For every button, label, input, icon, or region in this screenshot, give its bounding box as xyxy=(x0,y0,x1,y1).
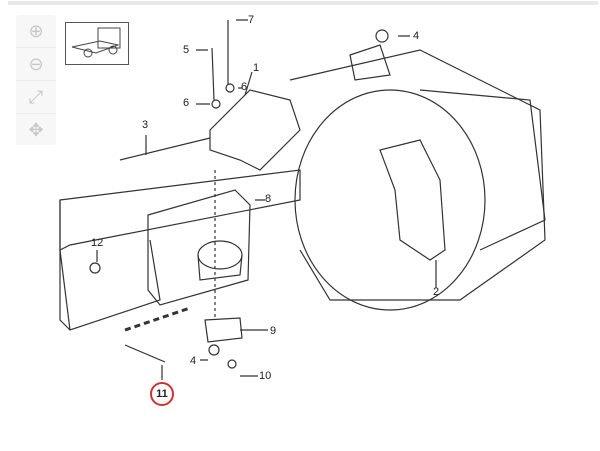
callout-6[interactable]: 6 xyxy=(183,97,190,109)
bolt-5 xyxy=(211,47,215,101)
flywheel-housing xyxy=(294,89,486,311)
frame-rail-side xyxy=(59,239,161,331)
plate-9 xyxy=(204,317,243,343)
fit-button[interactable]: ⤢ xyxy=(16,81,56,114)
callout-9[interactable]: 9 xyxy=(270,325,277,337)
callout-10[interactable]: 10 xyxy=(259,370,272,382)
zoom-in-button[interactable]: ⊕ xyxy=(16,15,56,48)
zoom-in-icon: ⊕ xyxy=(28,20,44,41)
zoom-toolbar: ⊕ ⊖ ⤢ ✥ xyxy=(16,15,56,145)
engine-mount-bracket-right xyxy=(379,139,446,261)
callout-7[interactable]: 7 xyxy=(248,14,255,26)
callout-6b[interactable]: 6 xyxy=(241,81,248,93)
truck-icon xyxy=(71,27,121,58)
bracket-plate xyxy=(147,189,251,306)
centerline xyxy=(124,306,191,332)
zoom-out-button[interactable]: ⊖ xyxy=(16,48,56,81)
bolt-3 xyxy=(119,137,211,161)
bolt-11 xyxy=(124,344,166,363)
pan-button[interactable]: ✥ xyxy=(16,114,56,146)
top-divider xyxy=(8,1,598,5)
callout-3[interactable]: 3 xyxy=(142,119,149,131)
callout-5[interactable]: 5 xyxy=(183,44,190,56)
callout-1[interactable]: 1 xyxy=(253,62,260,74)
move-icon: ✥ xyxy=(28,119,44,140)
zoom-out-icon: ⊖ xyxy=(28,53,44,74)
callout-4[interactable]: 4 xyxy=(413,30,420,42)
callout-8[interactable]: 8 xyxy=(265,193,272,205)
expand-icon: ⤢ xyxy=(28,86,44,107)
engine-mount-bracket xyxy=(209,89,301,171)
callout-4b[interactable]: 4 xyxy=(190,355,197,367)
callout-11-highlighted[interactable]: 11 xyxy=(150,382,174,406)
vehicle-thumbnail[interactable] xyxy=(65,22,129,65)
callout-12[interactable]: 12 xyxy=(91,237,104,249)
callout-2[interactable]: 2 xyxy=(433,286,440,298)
engine-housing xyxy=(289,49,546,301)
